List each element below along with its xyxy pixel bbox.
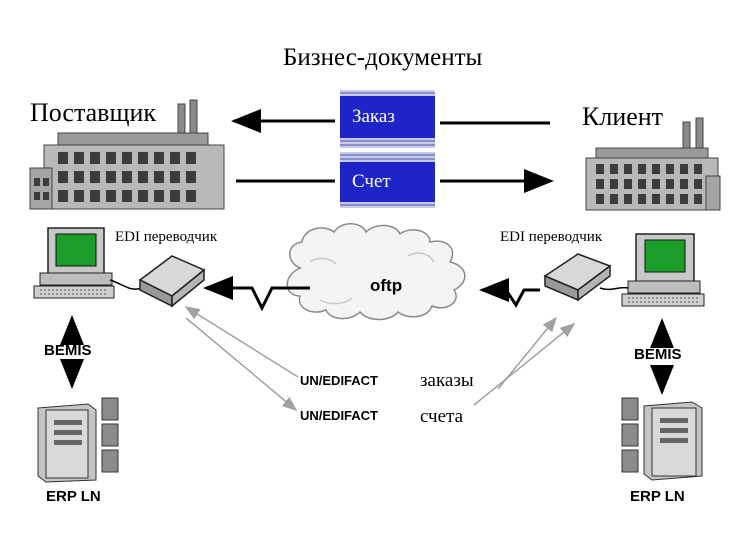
supplier-cable — [109, 279, 143, 290]
invoice-doc-stripe-top — [340, 152, 435, 162]
client-factory-icon — [585, 117, 721, 211]
invoices-standard-label: UN/EDIFACT — [300, 408, 378, 423]
client-modem-icon — [543, 253, 612, 302]
supplier-computer-icon — [33, 227, 115, 299]
oftp-label: oftp — [370, 276, 403, 295]
supplier-server-icon — [37, 397, 119, 483]
supplier-label: Поставщик — [30, 98, 157, 127]
orders-standard-label: UN/EDIFACT — [300, 373, 378, 388]
client-server-icon — [621, 397, 703, 481]
supplier-link-arrow — [203, 276, 310, 312]
order-document-label: Заказ — [352, 106, 395, 127]
invoices-message-label: счета — [420, 406, 464, 427]
supplier-translator-label: EDI переводчик — [115, 229, 218, 245]
order-document-box: Заказ — [340, 96, 435, 138]
order-doc-stripe-bottom — [340, 138, 435, 148]
order-doc-stripe-top — [340, 90, 435, 96]
client-computer-icon — [621, 233, 705, 307]
client-bemis-label: BEMIS — [634, 346, 682, 363]
client-erp-label: ERP LN — [630, 488, 685, 505]
supplier-modem-icon — [138, 255, 206, 308]
orders-thin-arrow — [184, 306, 299, 378]
client-link-arrow — [479, 278, 540, 308]
invoices-thin-arrow — [185, 317, 298, 411]
client-label: Клиент — [582, 102, 664, 131]
invoice-document-label: Счет — [352, 171, 391, 192]
diagram-title: Бизнес-документы — [283, 44, 483, 71]
orders-message-label: заказы — [420, 370, 474, 391]
invoices-thin-arrow-client — [473, 323, 576, 406]
supplier-factory-icon — [29, 99, 225, 210]
supplier-erp-label: ERP LN — [46, 488, 101, 505]
invoice-document-box: Счет — [340, 162, 435, 202]
client-translator-label: EDI переводчик — [500, 229, 603, 245]
invoice-doc-stripe-bottom — [340, 202, 435, 208]
client-cable — [599, 286, 629, 291]
supplier-bemis-label: BEMIS — [44, 342, 92, 359]
oftp-cloud-icon — [286, 223, 466, 321]
